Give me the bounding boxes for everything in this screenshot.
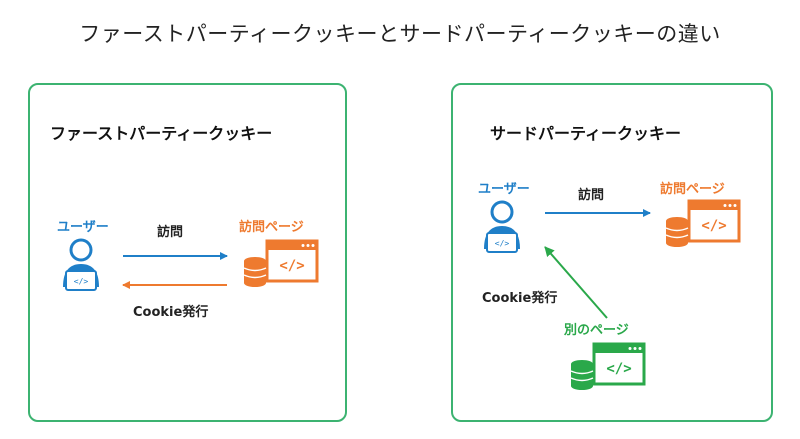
first-party-heading: ファーストパーティークッキー [50, 124, 273, 143]
svg-text:</>: </> [74, 277, 89, 286]
third-party-user-label: ユーザー [478, 182, 530, 197]
first-party-visit-label: 訪問 [157, 225, 184, 240]
third-party-other-site-label: 別のページ [564, 323, 629, 338]
svg-text:</>: </> [495, 239, 510, 248]
svg-text:</>: </> [279, 258, 304, 274]
third-party-cookie-arrow [544, 246, 608, 319]
third-party-heading: サードパーティークッキー [490, 124, 682, 143]
third-party-visit-label: 訪問 [578, 188, 605, 203]
svg-text:</>: </> [701, 218, 726, 234]
user-icon: </> [63, 238, 99, 291]
first-party-site-label: 訪問ページ [239, 220, 304, 235]
other-site-icon: </> [570, 342, 646, 390]
visited-site-icon: </> [665, 199, 741, 247]
third-party-cookie-label: Cookie発行 [482, 291, 558, 306]
third-party-site-label: 訪問ページ [660, 182, 725, 197]
svg-text:</>: </> [606, 361, 631, 377]
visited-site-icon: </> [243, 239, 319, 287]
first-party-cookie-label: Cookie発行 [133, 305, 209, 320]
diagram-title: ファーストパーティークッキーとサードパーティークッキーの違い [79, 22, 721, 46]
first-party-user-label: ユーザー [57, 220, 109, 235]
user-icon: </> [484, 200, 520, 253]
